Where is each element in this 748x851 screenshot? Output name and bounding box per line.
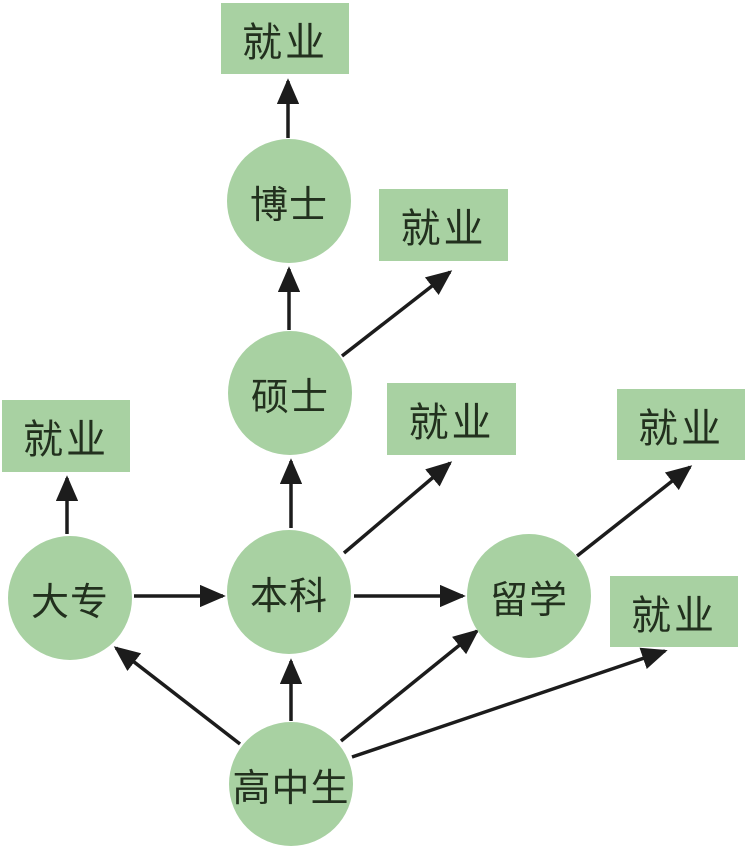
edge-abroad-employment — [575, 465, 693, 558]
node-college: 大专 — [8, 536, 132, 660]
employment-box-college: 就业 — [2, 400, 130, 472]
node-highschool-student: 高中生 — [229, 722, 353, 846]
employment-box-abroad: 就业 — [617, 389, 745, 460]
edge-highschool-abroad — [339, 629, 480, 743]
edge-highschool-college — [113, 646, 242, 746]
employment-box-master: 就业 — [379, 189, 508, 261]
node-bachelor: 本科 — [227, 530, 351, 654]
edge-bachelor-employment — [342, 461, 453, 555]
employment-box-bachelor: 就业 — [387, 383, 516, 455]
edge-master-employment — [340, 270, 453, 358]
edge-highschool-employment — [351, 647, 668, 759]
employment-box-top: 就业 — [221, 3, 349, 74]
node-master: 硕士 — [228, 331, 352, 455]
node-study-abroad: 留学 — [467, 534, 591, 658]
employment-box-direct: 就业 — [610, 576, 738, 647]
node-phd: 博士 — [227, 139, 351, 263]
